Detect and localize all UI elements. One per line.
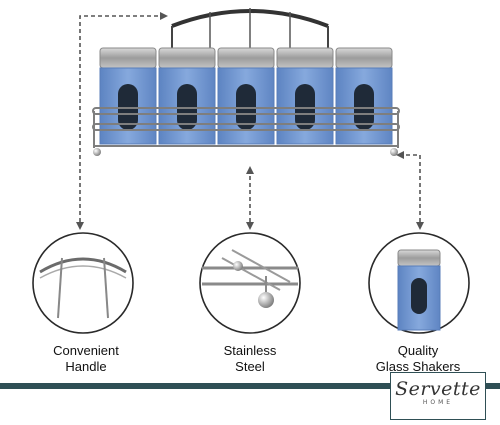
accent-bar (0, 383, 500, 389)
rack-frame (92, 107, 400, 148)
brand-subtitle: HOME (422, 399, 454, 406)
rack-handle (171, 8, 329, 50)
spice-jar (217, 47, 275, 145)
spice-jar (158, 47, 216, 145)
feature-caption-steel: Stainless Steel (180, 343, 320, 375)
steel-detail-circle (199, 232, 301, 334)
spice-jars (99, 47, 393, 145)
shaker-detail-circle (368, 232, 470, 334)
feature-caption-line: Steel (235, 359, 265, 374)
feature-caption-handle: Convenient Handle (16, 343, 156, 375)
brand-logo: Servette HOME (390, 372, 486, 420)
feature-caption-line: Handle (65, 359, 107, 374)
arrow-heads (76, 12, 424, 230)
feature-caption-line: Glass Shakers (375, 359, 461, 374)
rack-foot (390, 148, 398, 156)
feature-caption-shakers: Quality Glass Shakers (348, 343, 488, 375)
rack-foot (93, 148, 101, 156)
feature-caption-line: Stainless (223, 343, 277, 358)
feature-caption-line: Convenient (53, 343, 119, 358)
feature-caption-line: Quality (397, 343, 439, 358)
brand-name: Servette (395, 378, 481, 400)
connector-arrows (79, 15, 421, 222)
spice-jar (276, 47, 334, 145)
handle-detail-circle (32, 232, 134, 334)
